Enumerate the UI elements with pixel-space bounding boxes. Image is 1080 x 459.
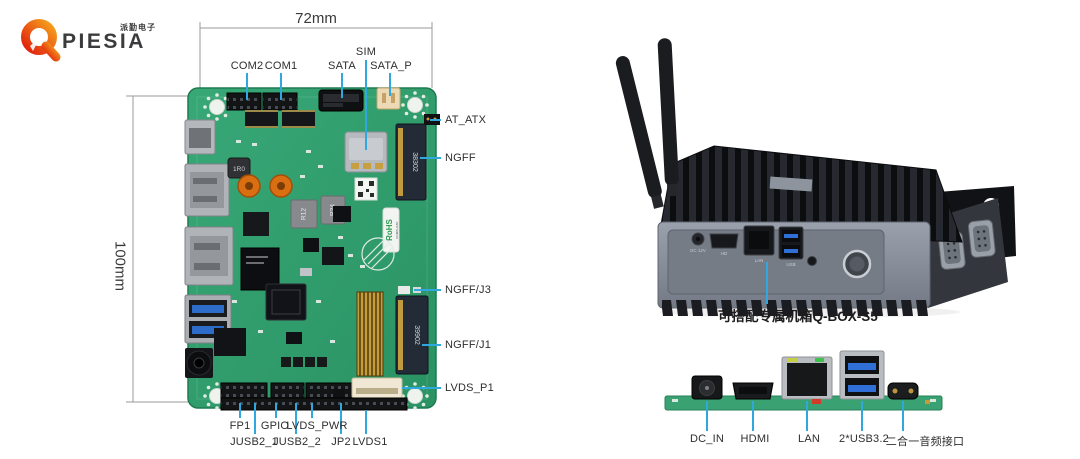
chassis-caption: 可搭配专属机箱Q-BOX-S5: [718, 309, 878, 324]
heatsink-plate: [769, 176, 813, 192]
label-jp2: JP2: [331, 436, 351, 448]
label-jusb2-1: JUSB2_1: [230, 436, 278, 448]
label-lan: LAN: [798, 433, 820, 445]
label-sata-p: SATA_P: [370, 60, 412, 72]
usb-ports: [778, 226, 804, 260]
label-lvds-pwr: LVDS_PWR: [286, 420, 348, 432]
hdmi-port: [709, 233, 739, 249]
label-lvds-p1: LVDS_P1: [445, 382, 494, 394]
jp2-jumper: [333, 389, 345, 398]
label-lvds1: LVDS1: [352, 436, 388, 448]
label-hdmi: HDMI: [740, 433, 770, 445]
label-ngff: NGFF: [445, 152, 476, 164]
label-dc-in: DC_IN: [689, 433, 725, 445]
label-sim: SIM: [355, 46, 377, 58]
ngff-slot-top: 38302: [395, 123, 427, 201]
soic-chips: [245, 110, 315, 128]
label-com1: COM1: [264, 60, 298, 72]
label-fp1: FP1: [229, 420, 251, 432]
label-usb32: 2*USB3.2: [839, 433, 889, 445]
pcb-board: 1R0 R12 R24: [184, 87, 440, 411]
rear-leader-lines: [706, 401, 904, 431]
label-com2: COM2: [230, 60, 264, 72]
rear-audio-jack: [887, 382, 919, 400]
silkscreen-1r0: 1R0: [233, 166, 245, 173]
dimension-lines: [126, 22, 433, 403]
power-button: [842, 249, 872, 279]
label-jusb2-2: JUSB2_2: [273, 436, 321, 448]
front-panel: DC 12V HD LAN USB: [657, 221, 931, 309]
wifi-antenna-left: [615, 56, 664, 209]
label-ngff-j1: NGFF/J1: [445, 339, 492, 351]
wifi-antenna-right: [657, 38, 679, 197]
lvds1-header-row: [220, 397, 408, 411]
rear-usb-ports: [839, 350, 885, 400]
db9-serial-port: [967, 219, 996, 258]
fp1-header: [220, 382, 268, 401]
label-gpio: GPIO: [260, 420, 290, 432]
etched-label-dc: DC 12V: [690, 248, 706, 253]
qbox-chassis: DC 12V HD LAN USB: [615, 38, 1016, 318]
etched-label-hd: HD: [721, 251, 728, 256]
rear-lan-port: [781, 356, 833, 404]
brand-tagline: 派勤电子: [120, 23, 156, 32]
ngff-gold-socket: [356, 291, 384, 377]
label-sata: SATA: [328, 60, 356, 72]
ic-chips: [214, 206, 351, 367]
label-ngff-j3: NGFF/J3: [445, 284, 492, 296]
silkscreen-m2-bottom: 39902: [413, 325, 420, 345]
label-audio-combo: 二合一音频接口: [885, 436, 965, 448]
small-passives: [232, 140, 365, 343]
bottom-vents: [662, 296, 930, 316]
audio-jack: [807, 256, 817, 266]
qr-label: [354, 177, 378, 201]
sata-power-connector: [376, 87, 401, 110]
silkscreen-compliant: COMPLIANT: [395, 221, 399, 239]
rear-io-view: [664, 350, 943, 431]
lvds-pwr-header: [305, 382, 353, 401]
left-io-ports: [184, 119, 234, 378]
lan-port: [743, 225, 775, 256]
label-at-atx: AT_ATX: [445, 114, 487, 126]
silkscreen-m2-top: 38302: [411, 152, 418, 172]
etched-label-lan: LAN: [755, 258, 764, 263]
brand-wordmark: PIESIA: [62, 30, 146, 53]
silkscreen-r12: R12: [301, 208, 308, 220]
rear-dc-jack: [691, 375, 723, 400]
dimension-width-label: 72mm: [295, 10, 337, 27]
dc-jack: [691, 232, 705, 246]
piesia-logo-icon: [21, 19, 61, 62]
etched-label-usb: USB: [786, 262, 795, 267]
leader-lines: [239, 60, 441, 434]
com2-header: [226, 92, 262, 111]
dimension-height-label: 100mm: [111, 240, 129, 292]
rear-hdmi-port: [732, 382, 774, 400]
lvds-p1-connector: [351, 377, 403, 399]
gpio-header: [270, 382, 305, 401]
silkscreen-rohs: RoHS: [385, 218, 394, 240]
esd-symbol: [361, 237, 395, 271]
ngff-slot-bottom: 39902: [395, 295, 429, 375]
